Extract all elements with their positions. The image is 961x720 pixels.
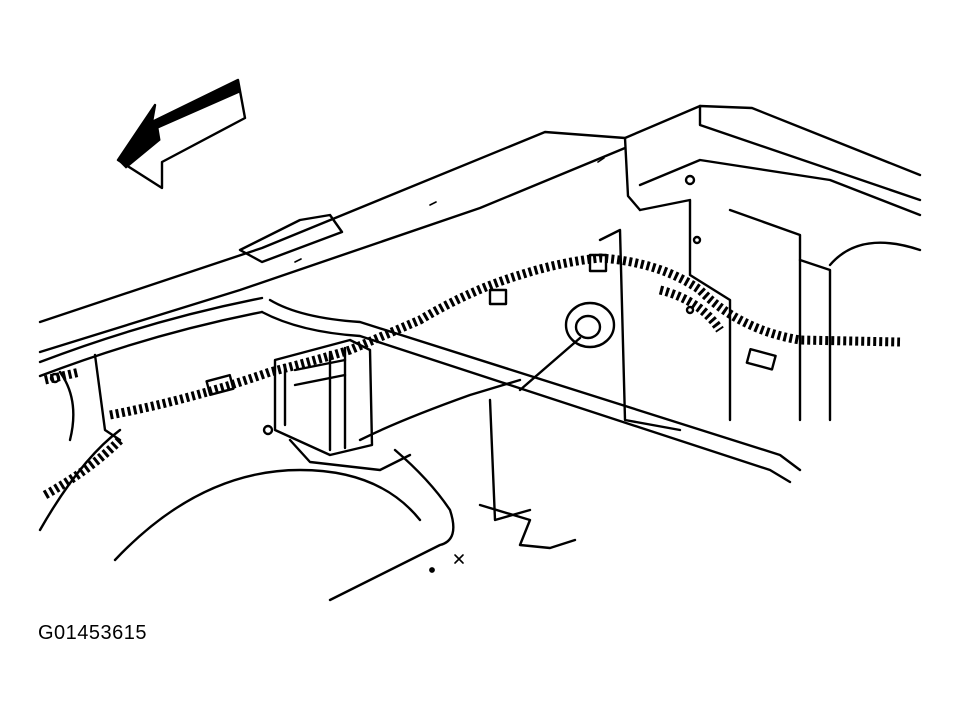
lower-cable: [328, 378, 577, 602]
wheel-well: [38, 353, 422, 562]
harness-grommet: [518, 301, 616, 392]
wiring-harness: [42, 253, 901, 499]
direction-arrow-icon: [116, 78, 247, 190]
harness-clip: [205, 253, 777, 397]
figure-code: G01453615: [38, 622, 148, 644]
cowl-panel: [38, 104, 922, 354]
mounting-bracket: [262, 338, 412, 472]
upper-rail: [38, 296, 802, 484]
inner-panel: [488, 174, 922, 522]
